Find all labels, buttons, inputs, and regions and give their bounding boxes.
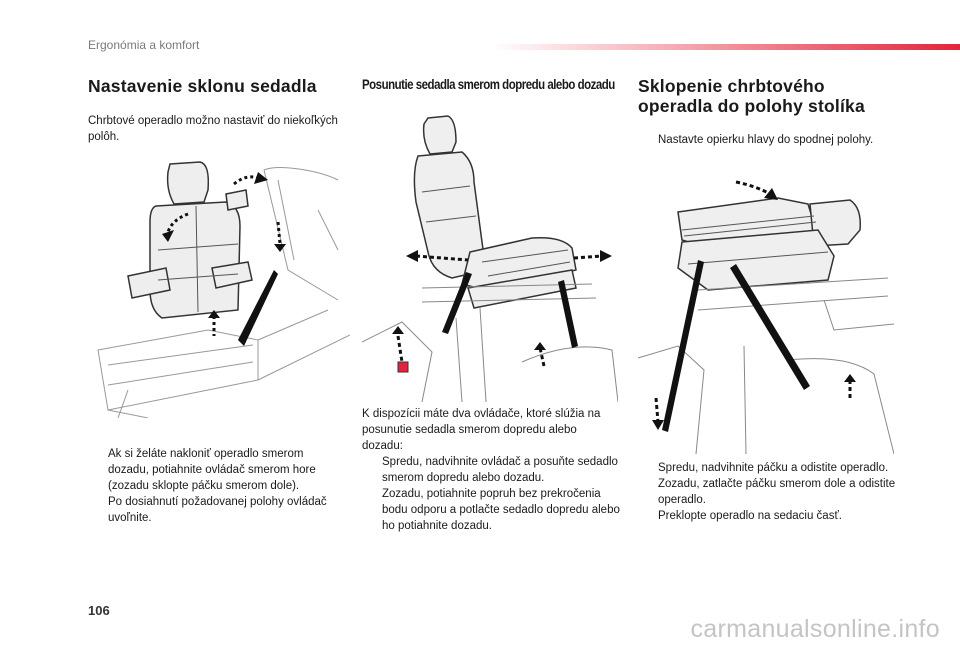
section-header: Ergonómia a komfort [88, 38, 200, 52]
section-title-recline: Nastavenie sklonu sedadla [88, 76, 317, 96]
section-title-slide: Posunutie sedadla smerom dopredu alebo d… [362, 76, 615, 92]
slide-bullet-1: Spredu, nadvihnite ovládač a posuňte sed… [382, 456, 618, 484]
list-item: Zozadu, zatlačte páčku smerom dole a odi… [638, 476, 898, 508]
list-item: Po dosiahnutí požadovanej polohy ovládač… [88, 494, 346, 526]
recline-intro: Chrbtové operadlo možno nastaviť do niek… [88, 115, 338, 143]
table-bullet-1: Spredu, nadvihnite páčku a odistite oper… [658, 462, 889, 474]
table-pre-bullet-1: Nastavte opierku hlavy do spodnej polohy… [658, 134, 874, 146]
column-seat-recline: Nastavenie sklonu sedadla Chrbtové opera… [88, 76, 346, 145]
watermark: carmanualsonline.info [690, 615, 940, 643]
table-bullet-2: Zozadu, zatlačte páčku smerom dole a odi… [658, 478, 896, 506]
slide-intro: K dispozícii máte dva ovládače, ktoré sl… [362, 408, 601, 452]
page-number: 106 [88, 603, 110, 618]
recline-bullet-2: Po dosiahnutí požadovanej polohy ovládač… [108, 496, 327, 524]
list-item: Preklopte operadlo na sedaciu časť. [638, 508, 898, 524]
column-seat-slide: Posunutie sedadla smerom dopredu alebo d… [362, 76, 620, 92]
slide-instructions: K dispozícii máte dva ovládače, ktoré sl… [362, 406, 620, 534]
column-table-position: Sklopenie chrbtového operadla do polohy … [638, 76, 898, 148]
table-instructions: Spredu, nadvihnite páčku a odistite oper… [638, 460, 898, 524]
table-bullet-3: Preklopte operadlo na sedaciu časť. [658, 510, 842, 522]
list-item: Ak si želáte nakloniť operadlo smerom do… [88, 446, 346, 494]
list-item: Spredu, nadvihnite páčku a odistite oper… [638, 460, 898, 476]
recline-bullet-1: Ak si želáte nakloniť operadlo smerom do… [108, 448, 316, 492]
illustration-seat-recline [97, 161, 350, 418]
recline-instructions: Ak si želáte nakloniť operadlo smerom do… [88, 446, 346, 526]
section-title-table: Sklopenie chrbtového operadla do polohy … [638, 76, 865, 116]
list-item: Zozadu, potiahnite popruh bez prekročeni… [362, 486, 620, 534]
illustration-seat-table [638, 180, 894, 454]
illustration-seat-slide [362, 115, 618, 402]
slide-bullet-2: Zozadu, potiahnite popruh bez prekročeni… [382, 488, 620, 532]
header-accent-bar [490, 44, 960, 50]
list-item: Spredu, nadvihnite ovládač a posuňte sed… [362, 454, 620, 486]
list-item: Nastavte opierku hlavy do spodnej polohy… [638, 132, 898, 148]
